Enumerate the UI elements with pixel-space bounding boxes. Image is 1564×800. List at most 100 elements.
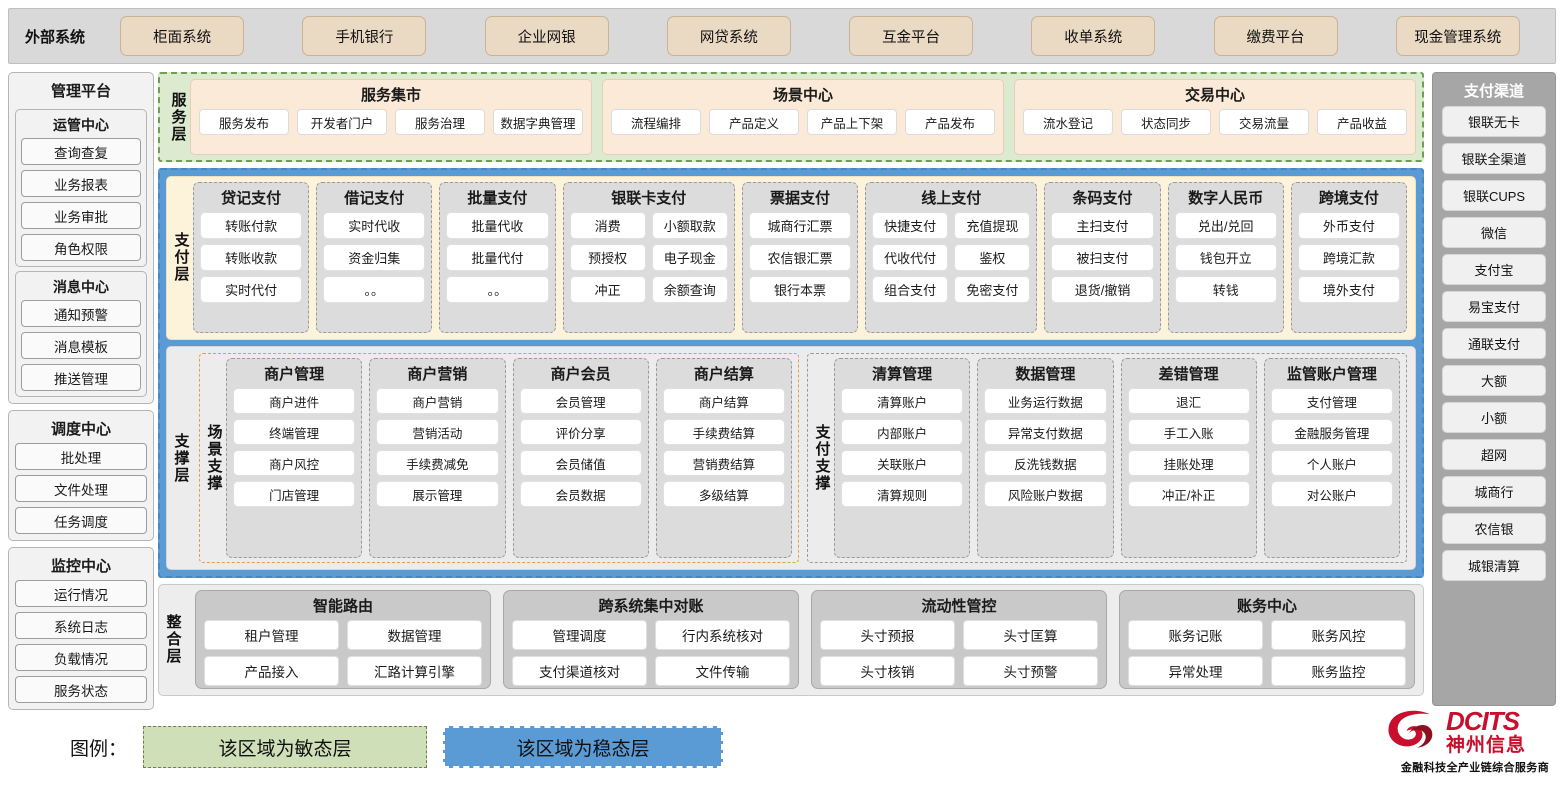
service-item[interactable]: 开发者门户 xyxy=(297,109,387,135)
service-item[interactable]: 服务发布 xyxy=(199,109,289,135)
external-system-chip[interactable]: 现金管理系统 xyxy=(1395,16,1520,56)
management-item[interactable]: 消息模板 xyxy=(21,332,141,359)
support-item[interactable]: 会员储值 xyxy=(519,450,642,476)
payment-item[interactable]: 银行本票 xyxy=(748,276,852,303)
management-item[interactable]: 服务状态 xyxy=(15,676,147,703)
support-item[interactable]: 异常支付数据 xyxy=(984,419,1107,445)
external-system-chip[interactable]: 柜面系统 xyxy=(120,16,245,56)
payment-channel-item[interactable]: 城银清算 xyxy=(1442,550,1546,581)
management-item[interactable]: 运行情况 xyxy=(15,580,147,607)
support-item[interactable]: 终端管理 xyxy=(233,419,356,445)
payment-channel-item[interactable]: 银联无卡 xyxy=(1442,106,1546,137)
payment-item[interactable]: 主扫支付 xyxy=(1051,212,1154,239)
support-item[interactable]: 冲正/补正 xyxy=(1127,481,1250,507)
payment-item[interactable]: 实时代付 xyxy=(200,276,303,303)
support-item[interactable]: 清算规则 xyxy=(841,481,964,507)
payment-item[interactable]: 余额查询 xyxy=(651,276,728,303)
payment-item[interactable]: 。。 xyxy=(446,276,549,303)
management-item[interactable]: 业务审批 xyxy=(21,202,141,229)
support-item[interactable]: 商户结算 xyxy=(662,388,785,414)
support-item[interactable]: 营销活动 xyxy=(376,419,499,445)
payment-channel-item[interactable]: 通联支付 xyxy=(1442,328,1546,359)
payment-channel-item[interactable]: 银联CUPS xyxy=(1442,180,1546,211)
management-item[interactable]: 通知预警 xyxy=(21,300,141,327)
payment-channel-item[interactable]: 微信 xyxy=(1442,217,1546,248)
integration-item[interactable]: 头寸匡算 xyxy=(963,620,1098,650)
support-item[interactable]: 手工入账 xyxy=(1127,419,1250,445)
service-item[interactable]: 产品上下架 xyxy=(807,109,897,135)
support-item[interactable]: 展示管理 xyxy=(376,481,499,507)
integration-item[interactable]: 文件传输 xyxy=(655,656,790,686)
payment-item[interactable]: 消费 xyxy=(569,212,646,239)
payment-channel-item[interactable]: 超网 xyxy=(1442,439,1546,470)
support-item[interactable]: 退汇 xyxy=(1127,388,1250,414)
payment-item[interactable]: 批量代收 xyxy=(446,212,549,239)
payment-item[interactable]: 转账收款 xyxy=(200,244,303,271)
integration-item[interactable]: 租户管理 xyxy=(204,620,339,650)
management-item[interactable]: 批处理 xyxy=(15,443,147,470)
payment-item[interactable]: 预授权 xyxy=(569,244,646,271)
management-item[interactable]: 任务调度 xyxy=(15,507,147,534)
payment-item[interactable]: 跨境汇款 xyxy=(1297,244,1400,271)
integration-item[interactable]: 汇路计算引擎 xyxy=(347,656,482,686)
payment-item[interactable]: 外币支付 xyxy=(1297,212,1400,239)
payment-channel-item[interactable]: 农信银 xyxy=(1442,513,1546,544)
support-item[interactable]: 个人账户 xyxy=(1270,450,1393,476)
payment-channel-item[interactable]: 支付宝 xyxy=(1442,254,1546,285)
support-item[interactable]: 评价分享 xyxy=(519,419,642,445)
support-item[interactable]: 对公账户 xyxy=(1270,481,1393,507)
service-item[interactable]: 产品发布 xyxy=(905,109,995,135)
integration-item[interactable]: 头寸预警 xyxy=(963,656,1098,686)
management-item[interactable]: 查询查复 xyxy=(21,138,141,165)
payment-item[interactable]: 批量代付 xyxy=(446,244,549,271)
management-item[interactable]: 业务报表 xyxy=(21,170,141,197)
integration-item[interactable]: 头寸预报 xyxy=(820,620,955,650)
payment-item[interactable]: 钱包开立 xyxy=(1174,244,1277,271)
support-item[interactable]: 业务运行数据 xyxy=(984,388,1107,414)
service-item[interactable]: 流水登记 xyxy=(1023,109,1113,135)
service-item[interactable]: 状态同步 xyxy=(1121,109,1211,135)
payment-item[interactable]: 免密支付 xyxy=(954,276,1031,303)
support-item[interactable]: 内部账户 xyxy=(841,419,964,445)
support-item[interactable]: 营销费结算 xyxy=(662,450,785,476)
payment-item[interactable]: 农信银汇票 xyxy=(748,244,852,271)
integration-item[interactable]: 账务监控 xyxy=(1271,656,1406,686)
support-item[interactable]: 多级结算 xyxy=(662,481,785,507)
integration-item[interactable]: 头寸核销 xyxy=(820,656,955,686)
payment-channel-item[interactable]: 易宝支付 xyxy=(1442,291,1546,322)
payment-item[interactable]: 实时代收 xyxy=(323,212,426,239)
integration-item[interactable]: 账务记账 xyxy=(1128,620,1263,650)
support-item[interactable]: 会员数据 xyxy=(519,481,642,507)
payment-item[interactable]: 快捷支付 xyxy=(872,212,949,239)
payment-item[interactable]: 代收代付 xyxy=(872,244,949,271)
integration-item[interactable]: 行内系统核对 xyxy=(655,620,790,650)
integration-item[interactable]: 支付渠道核对 xyxy=(512,656,647,686)
support-item[interactable]: 清算账户 xyxy=(841,388,964,414)
payment-item[interactable]: 电子现金 xyxy=(651,244,728,271)
support-item[interactable]: 手续费减免 xyxy=(376,450,499,476)
payment-item[interactable]: 冲正 xyxy=(569,276,646,303)
management-item[interactable]: 负载情况 xyxy=(15,644,147,671)
support-item[interactable]: 金融服务管理 xyxy=(1270,419,1393,445)
external-system-chip[interactable]: 互金平台 xyxy=(849,16,974,56)
payment-item[interactable]: 资金归集 xyxy=(323,244,426,271)
payment-item[interactable]: 转钱 xyxy=(1174,276,1277,303)
support-item[interactable]: 挂账处理 xyxy=(1127,450,1250,476)
service-item[interactable]: 数据字典管理 xyxy=(493,109,583,135)
service-item[interactable]: 服务治理 xyxy=(395,109,485,135)
service-item[interactable]: 交易流量 xyxy=(1219,109,1309,135)
integration-item[interactable]: 产品接入 xyxy=(204,656,339,686)
payment-channel-item[interactable]: 银联全渠道 xyxy=(1442,143,1546,174)
support-item[interactable]: 商户进件 xyxy=(233,388,356,414)
external-system-chip[interactable]: 网贷系统 xyxy=(666,16,791,56)
integration-item[interactable]: 异常处理 xyxy=(1128,656,1263,686)
management-item[interactable]: 系统日志 xyxy=(15,612,147,639)
support-item[interactable]: 关联账户 xyxy=(841,450,964,476)
external-system-chip[interactable]: 缴费平台 xyxy=(1213,16,1338,56)
support-item[interactable]: 商户风控 xyxy=(233,450,356,476)
external-system-chip[interactable]: 企业网银 xyxy=(484,16,609,56)
payment-item[interactable]: 充值提现 xyxy=(954,212,1031,239)
support-item[interactable]: 支付管理 xyxy=(1270,388,1393,414)
service-item[interactable]: 流程编排 xyxy=(611,109,701,135)
payment-item[interactable]: 。。 xyxy=(323,276,426,303)
